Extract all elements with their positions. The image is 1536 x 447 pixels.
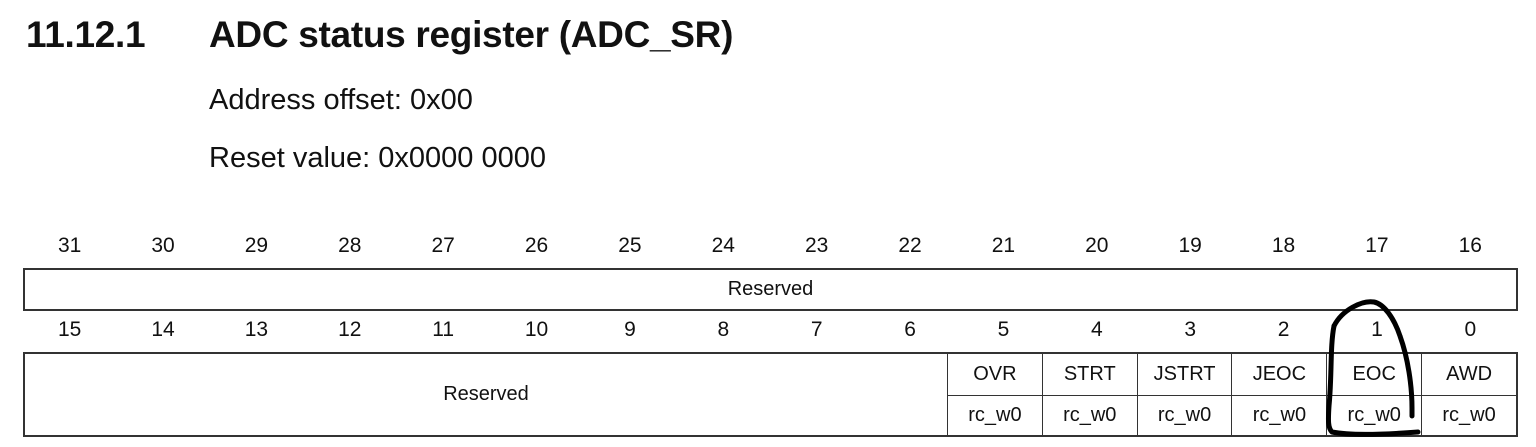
section-number: 11.12.1 (26, 14, 146, 55)
bit-number: 27 (431, 234, 455, 257)
field-jeoc: JEOC rc_w0 (1231, 354, 1327, 435)
bit-number: 3 (1184, 318, 1197, 341)
bit-number: 28 (338, 234, 362, 257)
bit-number: 18 (1271, 234, 1296, 257)
field-name: JEOC (1232, 354, 1327, 396)
field-strt: STRT rc_w0 (1041, 354, 1137, 435)
bit-number: 22 (898, 234, 922, 257)
bit-number: 7 (810, 318, 823, 341)
field-name: AWD (1422, 354, 1516, 396)
section-title: ADC status register (ADC_SR) (209, 14, 734, 55)
bit-number: 31 (58, 234, 82, 257)
field-name: EOC (1327, 354, 1422, 396)
bit-number: 24 (711, 234, 735, 257)
bit-number: 13 (244, 318, 269, 341)
register-fields: OVR rc_w0 STRT rc_w0 JSTRT rc_w0 JEOC rc… (947, 354, 1516, 435)
bit-number: 6 (904, 318, 916, 341)
bit-number: 1 (1371, 318, 1383, 341)
address-offset: Address offset: 0x00 (209, 84, 473, 116)
bit-number: 16 (1458, 234, 1482, 257)
upper-reserved-field: Reserved (23, 268, 1518, 311)
bit-number: 26 (524, 234, 549, 257)
bit-number: 15 (58, 318, 82, 341)
bit-number: 11 (432, 318, 455, 341)
field-ovr: OVR rc_w0 (947, 354, 1042, 435)
field-eoc: EOC rc_w0 (1326, 354, 1422, 435)
bit-number: 10 (524, 318, 549, 341)
field-access: rc_w0 (1442, 404, 1496, 426)
bit-number: 2 (1277, 318, 1290, 341)
bit-number: 21 (991, 234, 1016, 257)
lower-register-row: Reserved OVR rc_w0 STRT rc_w0 JSTRT rc_w… (23, 352, 1518, 437)
field-jstrt: JSTRT rc_w0 (1136, 354, 1232, 435)
field-name: OVR (948, 354, 1042, 396)
field-name: STRT (1042, 354, 1137, 396)
upper-bit-numbers: 31 30 29 28 27 26 25 24 23 22 21 20 19 1… (23, 234, 1517, 258)
field-name: JSTRT (1137, 354, 1232, 396)
lower-reserved-field: Reserved (443, 383, 529, 405)
field-access: rc_w0 (1347, 404, 1401, 426)
bit-number: 12 (338, 318, 362, 341)
field-awd: AWD rc_w0 (1421, 354, 1516, 435)
bit-number: 23 (805, 234, 829, 257)
field-access: rc_w0 (968, 404, 1022, 426)
bit-number: 30 (151, 234, 175, 257)
bit-number: 25 (618, 234, 642, 257)
field-access: rc_w0 (1252, 404, 1307, 426)
bit-number: 0 (1464, 318, 1477, 341)
bit-number: 17 (1365, 234, 1389, 257)
bit-number: 20 (1085, 234, 1109, 257)
bit-number: 29 (244, 234, 269, 257)
bit-number: 9 (624, 318, 636, 341)
lower-bit-numbers: 15 14 13 12 11 10 9 8 7 6 5 4 3 2 1 0 (23, 318, 1517, 342)
bit-number: 5 (997, 318, 1010, 341)
bit-number: 19 (1178, 234, 1202, 257)
field-access: rc_w0 (1063, 404, 1117, 426)
bit-number: 14 (151, 318, 175, 341)
reset-value: Reset value: 0x0000 0000 (209, 142, 546, 174)
bit-number: 4 (1090, 318, 1103, 341)
bit-number: 8 (717, 318, 730, 341)
field-access: rc_w0 (1157, 404, 1212, 426)
